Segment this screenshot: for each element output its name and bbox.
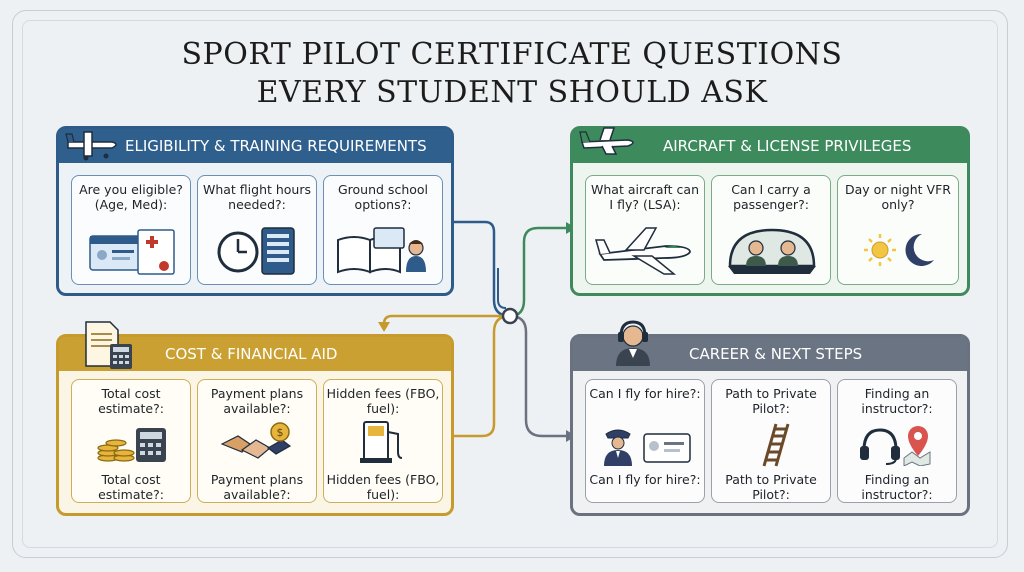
arrow-to-cost (382, 314, 510, 325)
card-eligible[interactable]: Are you eligible? (Age, Med): (71, 175, 191, 285)
aircraft-header: AIRCRAFT & LICENSE PRIVILEGES (573, 129, 967, 163)
career-header-text: CAREER & NEXT STEPS (689, 345, 863, 363)
ladder-icon (754, 422, 790, 468)
card-question: Can I carry a passenger?: (731, 182, 811, 212)
card-question-repeat: Path to Private Pilot?: (725, 472, 817, 502)
card-hidden-fees[interactable]: Hidden fees (FBO, fuel): Hidden fees (FB… (323, 379, 443, 503)
aircraft-header-text: AIRCRAFT & LICENSE PRIVILEGES (663, 137, 912, 155)
headset-location-icon (858, 422, 938, 466)
card-question: Path to Private Pilot?: (725, 386, 817, 416)
book-online-instructor-icon (334, 226, 434, 278)
pilot-license-icon (596, 424, 696, 466)
card-question: Day or night VFR only? (845, 182, 951, 212)
eligibility-panel: ELIGIBILITY & TRAINING REQUIREMENTS Are … (56, 126, 454, 296)
card-question: Ground school options?: (337, 182, 429, 212)
card-payment-plans[interactable]: Payment plans available?: $ Payment plan… (197, 379, 317, 503)
card-question: Finding an instructor?: (861, 386, 933, 416)
outer-frame (12, 10, 1008, 558)
card-question: Are you eligible? (Age, Med): (79, 182, 183, 212)
sun-moon-icon (862, 230, 938, 270)
career-panel: CAREER & NEXT STEPS Can I fly for hire?:… (570, 334, 970, 516)
cost-panel: COST & FINANCIAL AID Total cost estimate… (56, 334, 454, 516)
eligibility-header-text: ELIGIBILITY & TRAINING REQUIREMENTS (125, 137, 427, 155)
airplane-icon (578, 124, 640, 158)
card-total-cost[interactable]: Total cost estimate?: Total cost estimat… (71, 379, 191, 503)
connector-from-cost (454, 314, 511, 438)
card-question: What flight hours needed?: (202, 182, 312, 212)
card-private-pilot[interactable]: Path to Private Pilot?: Path to Private … (711, 379, 831, 503)
invoice-calculator-icon (82, 320, 134, 370)
card-passenger[interactable]: Can I carry a passenger?: (711, 175, 831, 285)
connector-from-eligibility (454, 220, 511, 318)
card-flight-hours[interactable]: What flight hours needed?: (197, 175, 317, 285)
arrow-to-career (509, 314, 566, 438)
aircraft-panel: AIRCRAFT & LICENSE PRIVILEGES What aircr… (570, 126, 970, 296)
card-question: Can I fly for hire?: (589, 386, 701, 401)
card-question: Payment plans available?: (210, 386, 304, 416)
card-question-repeat: Hidden fees (FBO, fuel): (326, 472, 440, 502)
card-ground-school[interactable]: Ground school options?: (323, 175, 443, 285)
id-medical-certificate-icon (88, 228, 178, 278)
card-day-night[interactable]: Day or night VFR only? (837, 175, 959, 285)
card-question: Total cost estimate?: (98, 386, 164, 416)
inner-frame (22, 20, 998, 548)
card-question: Hidden fees (FBO, fuel): (326, 386, 440, 416)
title-line-1: SPORT PILOT CERTIFICATE QUESTIONS (181, 37, 843, 72)
junction-circle-icon (501, 307, 519, 325)
card-finding-instructor[interactable]: Finding an instructor?: Finding an instr… (837, 379, 957, 503)
card-what-aircraft[interactable]: What aircraft can I fly? (LSA): (585, 175, 705, 285)
card-question-repeat: Can I fly for hire?: (589, 472, 701, 487)
coins-calculator-icon (96, 424, 168, 464)
clock-logbook-icon (216, 224, 300, 278)
airplane-icon (64, 126, 122, 162)
card-question-repeat: Finding an instructor?: (861, 472, 933, 502)
handshake-dollar-icon: $ (220, 422, 298, 464)
card-fly-for-hire[interactable]: Can I fly for hire?: Can I fly for hire?… (585, 379, 705, 503)
card-question-repeat: Total cost estimate?: (98, 472, 164, 502)
headset-pilot-icon (612, 318, 654, 366)
arrow-to-aircraft (509, 226, 566, 318)
fuel-pump-icon (358, 420, 410, 464)
card-question: What aircraft can I fly? (LSA): (591, 182, 699, 212)
cost-header-text: COST & FINANCIAL AID (165, 345, 338, 363)
cockpit-passenger-icon (724, 224, 820, 278)
card-question-repeat: Payment plans available?: (210, 472, 304, 502)
title-line-2: EVERY STUDENT SHOULD ASK (256, 75, 768, 110)
eligibility-header: ELIGIBILITY & TRAINING REQUIREMENTS (59, 129, 451, 163)
svg-text:$: $ (277, 426, 284, 439)
light-sport-aircraft-icon (594, 224, 698, 278)
